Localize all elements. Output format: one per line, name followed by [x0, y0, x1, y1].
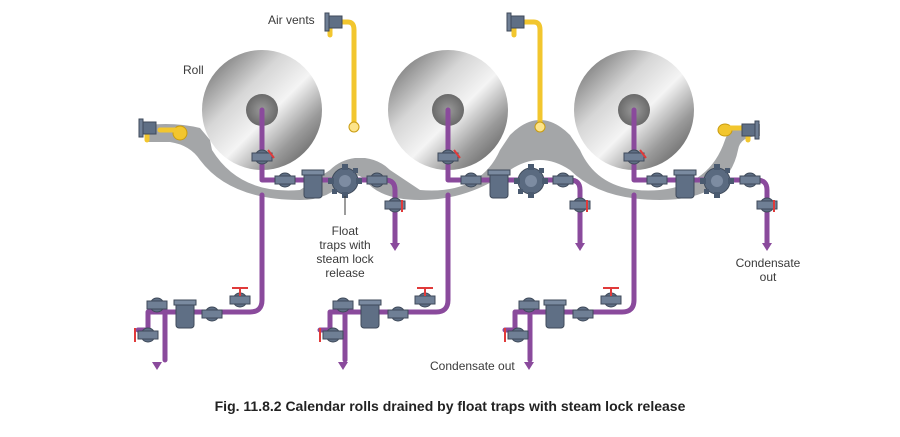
handle-drain-1: [232, 287, 248, 296]
check-valve-3: [739, 172, 761, 188]
sight-glass-2: [487, 169, 511, 199]
drain-strainer-2: [387, 306, 409, 322]
handle-roll-2: [453, 149, 461, 159]
drain-strainer-1: [201, 306, 223, 322]
label-roll: Roll: [183, 63, 204, 77]
calendar-bed: [148, 120, 760, 200]
handle-drain-2: [417, 287, 433, 296]
air-vent-line-1: [337, 19, 357, 128]
label-condensate-out-bottom: Condensate out: [430, 359, 515, 373]
arrow-down-4: [152, 362, 162, 370]
bypass-1: [135, 309, 168, 333]
label-float-traps-line-1: Float: [332, 224, 359, 238]
roll-drain-line-2: [342, 192, 451, 363]
drain-trap-3: [543, 299, 567, 329]
arrow-down-1: [390, 243, 400, 251]
roll-drain-line-1: [162, 192, 265, 363]
roll-drain-line-3: [527, 192, 637, 363]
arrow-down-3: [762, 243, 772, 251]
strainer-1: [274, 172, 296, 188]
bypass-3: [502, 309, 533, 333]
air-vent-icon-right: [741, 120, 760, 140]
label-condensate-out-right-line-1: Condensate: [736, 256, 801, 270]
sight-glass-3: [673, 169, 697, 199]
drain-trap-1: [173, 299, 197, 329]
check-valve-2: [552, 172, 574, 188]
handle-roll-1: [267, 149, 275, 159]
handle-roll-3: [639, 149, 647, 159]
label-float-traps-line-3: steam lock: [316, 252, 374, 266]
air-vent-icon-2: [506, 12, 525, 32]
handle-drain-3: [603, 287, 619, 296]
float-trap-2: [513, 163, 549, 199]
arrow-down-6: [524, 362, 534, 370]
air-vent-line-2: [519, 19, 543, 128]
outflow-arrows: [152, 243, 772, 370]
label-float-traps-line-2: traps with: [319, 238, 370, 252]
figure-caption: Fig. 11.8.2 Calendar rolls drained by fl…: [215, 398, 686, 414]
air-vent-port-bed-2: [534, 121, 546, 133]
sight-glass-1: [301, 169, 325, 199]
float-trap-3: [699, 163, 735, 199]
air-vent-icon-left: [138, 118, 157, 138]
label-condensate-out-right: Condensate out: [736, 256, 801, 284]
arrow-down-2: [575, 243, 585, 251]
label-air-vents: Air vents: [268, 13, 315, 27]
drain-trap-2: [358, 299, 382, 329]
label-float-traps-line-4: release: [325, 266, 365, 280]
label-condensate-out-right-line-2: out: [760, 270, 777, 284]
air-vent-port-bed-1: [348, 121, 360, 133]
bypass-2: [317, 309, 348, 333]
label-beds: Beds: [339, 136, 366, 150]
drain-fittings: [137, 292, 622, 343]
air-vent-icon-1: [324, 12, 343, 32]
label-float-traps: Float traps with steam lock release: [316, 224, 374, 280]
arrow-down-5: [338, 362, 348, 370]
valve-handles: [134, 149, 775, 342]
strainer-3: [646, 172, 668, 188]
drain-strainer-3: [572, 306, 594, 322]
